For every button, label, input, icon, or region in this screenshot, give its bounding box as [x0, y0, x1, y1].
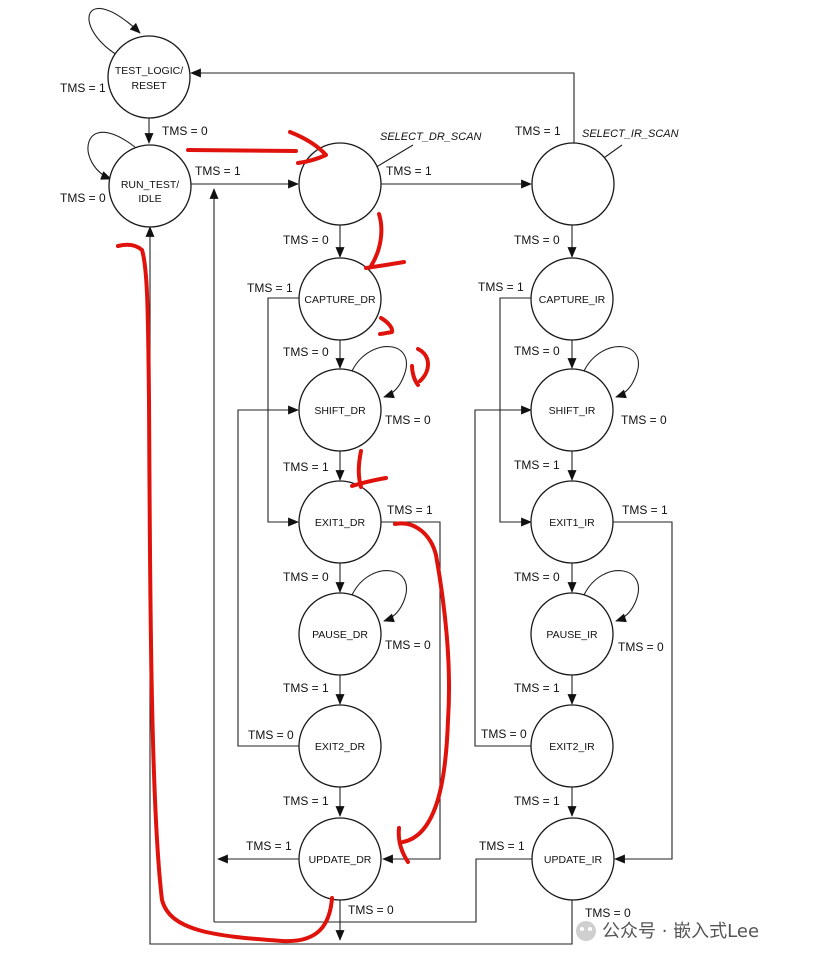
- tms-label: TMS = 0: [385, 413, 431, 427]
- state-update-ir: UPDATE_IR: [531, 817, 615, 901]
- watermark: 公众号 · 嵌入式Lee: [576, 921, 759, 942]
- red-arrow-update-to-run-test: [116, 242, 334, 944]
- state-label: PAUSE_DR: [312, 629, 368, 641]
- red-arrow-shift-loop: [410, 347, 430, 387]
- edge-pir-self: [583, 570, 639, 623]
- edge-shdr-self: [351, 346, 407, 399]
- edge-tlr-self: [88, 8, 141, 56]
- tms-label: TMS = 1: [514, 458, 560, 472]
- tms-label: TMS = 1: [515, 124, 561, 138]
- state-exit2-ir: EXIT2_IR: [530, 704, 614, 788]
- red-annotation-path: [116, 130, 452, 944]
- edge-e2dr-to-shdr: [237, 405, 300, 747]
- state-label: SHIFT_DR: [314, 405, 366, 417]
- tms-label: TMS = 0: [618, 640, 664, 654]
- red-arrow-to-capture-dr: [364, 212, 406, 270]
- tms-label: TMS = 0: [162, 124, 208, 138]
- select-dr-scan-label: SELECT_DR_SCAN: [380, 131, 482, 143]
- tms-label: TMS = 1: [478, 280, 524, 294]
- tms-label: TMS = 1: [386, 164, 432, 178]
- tms-label: TMS = 1: [514, 794, 560, 808]
- state-label: RUN_TEST/: [121, 179, 179, 191]
- state-run-test-idle: RUN_TEST/ IDLE: [108, 144, 192, 228]
- state-label: EXIT2_IR: [549, 741, 595, 753]
- state-capture-dr: CAPTURE_DR: [298, 257, 382, 341]
- state-label: RESET: [131, 80, 167, 92]
- state-label: UPDATE_IR: [544, 854, 603, 866]
- tms-label: TMS = 0: [283, 345, 329, 359]
- tms-label: TMS = 1: [283, 681, 329, 695]
- state-select-dr-scan: [298, 142, 382, 226]
- state-update-dr: UPDATE_DR: [298, 817, 382, 901]
- state-label: PAUSE_IR: [546, 629, 598, 641]
- state-label: CAPTURE_DR: [304, 294, 376, 306]
- red-arrow-into-shift-dr: [378, 316, 395, 336]
- edge-uir-to-rti: [214, 858, 533, 923]
- tms-label: TMS = 0: [385, 638, 431, 652]
- edge-e1ir-to-uir: [613, 521, 673, 864]
- edge-shir-self: [583, 346, 639, 399]
- state-label: EXIT2_DR: [315, 741, 366, 753]
- red-arrow-exit1-to-update: [393, 521, 452, 864]
- tms-label: TMS = 0: [283, 233, 329, 247]
- tms-label: TMS = 1: [60, 81, 106, 95]
- tms-label: TMS = 0: [283, 570, 329, 584]
- wechat-icon: [576, 921, 596, 941]
- tms-label: TMS = 0: [585, 906, 631, 920]
- tms-label: TMS = 0: [348, 903, 394, 917]
- state-label: TEST_LOGIC/: [115, 65, 183, 77]
- tms-label: TMS = 0: [514, 344, 560, 358]
- state-capture-ir: CAPTURE_IR: [530, 257, 614, 341]
- tms-label: TMS = 0: [481, 727, 527, 741]
- tms-labels: TMS = 1 TMS = 0 TMS = 0 TMS = 1 TMS = 1 …: [60, 81, 668, 920]
- state-test-logic-reset: TEST_LOGIC/ RESET: [107, 35, 191, 119]
- tms-label: TMS = 0: [248, 728, 294, 742]
- red-arrow-to-select-dr: [186, 130, 328, 165]
- state-label: IDLE: [138, 193, 161, 205]
- tms-label: TMS = 1: [195, 164, 241, 178]
- tms-label: TMS = 1: [622, 503, 668, 517]
- state-pause-dr: PAUSE_DR: [298, 592, 382, 676]
- state-shift-ir: SHIFT_IR: [530, 368, 614, 452]
- tms-label: TMS = 1: [387, 503, 433, 517]
- edge-e1dr-to-udr: [381, 521, 441, 864]
- state-label: CAPTURE_IR: [539, 294, 606, 306]
- tms-label: TMS = 1: [283, 794, 329, 808]
- state-label: SHIFT_IR: [549, 405, 596, 417]
- red-arrow-to-exit1-dr: [350, 449, 388, 489]
- tms-label: TMS = 0: [514, 570, 560, 584]
- tms-label: TMS = 1: [514, 681, 560, 695]
- watermark-text: 公众号 · 嵌入式Lee: [602, 921, 759, 942]
- state-select-ir-scan: [531, 142, 615, 226]
- tms-label: TMS = 1: [283, 460, 329, 474]
- state-pause-ir: PAUSE_IR: [530, 592, 614, 676]
- state-label: UPDATE_DR: [309, 854, 372, 866]
- tms-label: TMS = 0: [60, 191, 106, 205]
- tms-label: TMS = 1: [247, 281, 293, 295]
- states: TEST_LOGIC/ RESET RUN_TEST/ IDLE CAPTURE…: [107, 35, 615, 901]
- tms-label: TMS = 1: [479, 839, 525, 853]
- tms-label: TMS = 0: [621, 413, 667, 427]
- edge-e2ir-to-shir: [474, 405, 533, 747]
- state-label: EXIT1_IR: [549, 517, 595, 529]
- state-exit1-ir: EXIT1_IR: [530, 480, 614, 564]
- tms-label: TMS = 0: [514, 233, 560, 247]
- state-exit2-dr: EXIT2_DR: [298, 704, 382, 788]
- edge-rti-self: [87, 131, 136, 180]
- state-shift-dr: SHIFT_DR: [298, 368, 382, 452]
- state-exit1-dr: EXIT1_DR: [298, 480, 382, 564]
- edge-pdr-self: [351, 570, 407, 623]
- select-ir-scan-label: SELECT_IR_SCAN: [582, 128, 679, 140]
- edge-sir-to-tlr: [190, 68, 575, 144]
- state-label: EXIT1_DR: [315, 517, 366, 529]
- tms-label: TMS = 1: [246, 839, 292, 853]
